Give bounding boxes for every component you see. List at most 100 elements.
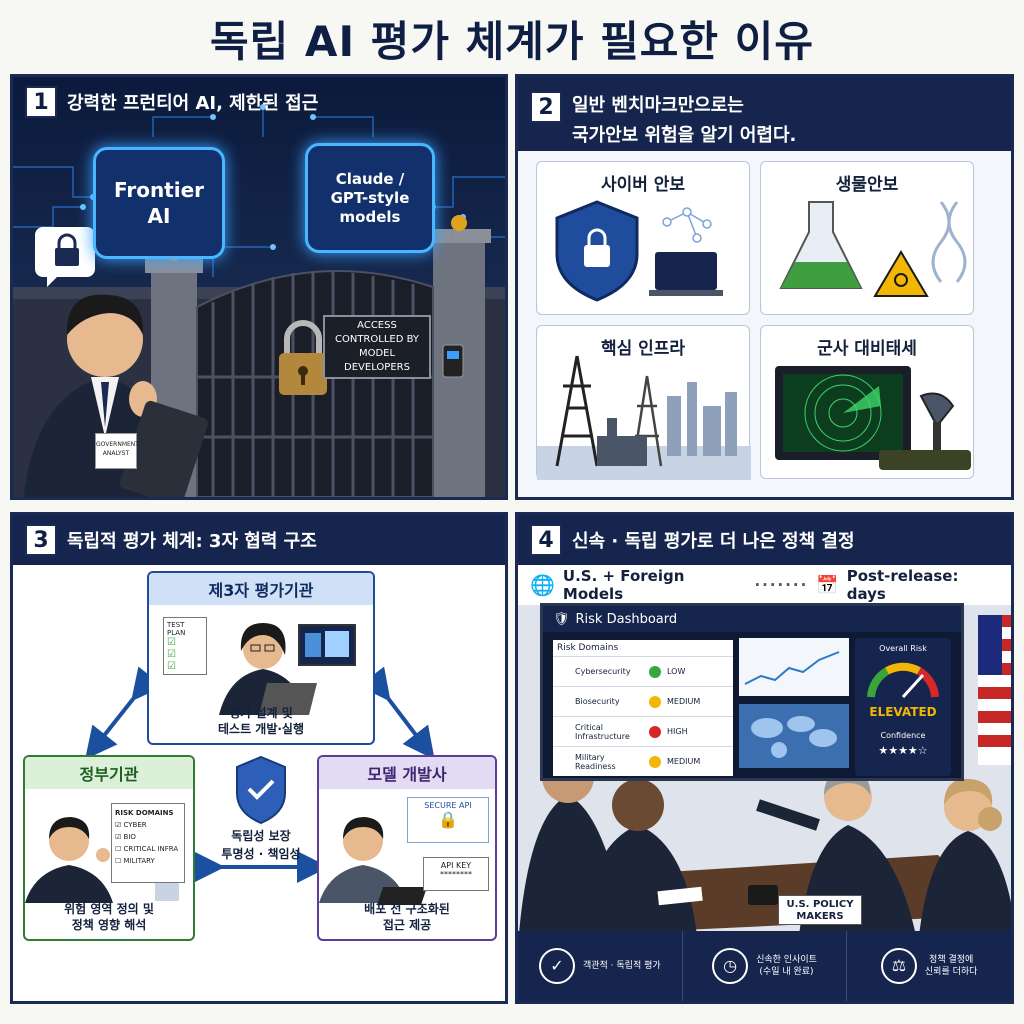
key-label: API KEY bbox=[440, 861, 472, 870]
secure-api-card: SECURE API 🔒 bbox=[407, 797, 489, 843]
benefit-line: 신속한 인사이트 bbox=[756, 955, 817, 965]
models-label: U.S. + Foreign Models bbox=[562, 567, 685, 603]
panel4-title-bar: 4 신속 · 독립 평가로 더 나은 정책 결정 bbox=[518, 515, 1011, 565]
dashboard-header: 🛡 Risk Dashboard bbox=[543, 606, 961, 632]
benefit-text: 객관적 · 독립적 평가 bbox=[582, 961, 661, 971]
risk-name: Biosecurity bbox=[575, 697, 620, 706]
shield-icon: 🛡 bbox=[553, 611, 570, 627]
clock-icon: ◷ bbox=[712, 948, 749, 984]
panel-number: 2 bbox=[530, 91, 562, 123]
confidence-stars: ★★★★☆ bbox=[878, 744, 928, 757]
caption-line: 평가 설계 및 bbox=[229, 706, 293, 720]
box-caption: 위험 영역 정의 및 정책 영향 해석 bbox=[25, 901, 193, 933]
globe-icon: 🌐 bbox=[530, 573, 555, 597]
benefit-line: 정책 결정에 bbox=[929, 955, 974, 965]
shield-check-icon: ✓ bbox=[538, 948, 575, 984]
panel-restricted-access: 1 강력한 프런티어 AI, 제한된 접근 Frontier AI Claude… bbox=[10, 74, 508, 500]
risk-domains-note: RISK DOMAINS ☑ CYBER ☑ BIO ☐ CRITICAL IN… bbox=[111, 803, 185, 883]
caption-line: 정책 영향 해석 bbox=[71, 918, 147, 932]
risk-status-dot bbox=[649, 695, 661, 708]
risk-dashboard: 🛡 Risk Dashboard Risk Domains Cybersecur… bbox=[540, 603, 964, 781]
access-sign-line: ACCESS bbox=[357, 320, 397, 331]
overall-label: Overall Risk bbox=[879, 644, 927, 653]
box-header: 제3자 평가기관 bbox=[149, 573, 373, 605]
dashboard-title: Risk Dashboard bbox=[575, 611, 678, 627]
developer-box: 모델 개발사 SECURE API 🔒 API KEY ******** 배포 … bbox=[317, 755, 497, 941]
center-line: 독립성 보장 bbox=[231, 829, 291, 843]
note-title: TEST PLAN bbox=[167, 621, 186, 637]
risk-status-dot bbox=[649, 755, 661, 768]
risk-level: LOW bbox=[667, 667, 686, 676]
note-title: RISK DOMAINS bbox=[115, 809, 174, 817]
models-chip: Claude / GPT-style models bbox=[305, 143, 435, 253]
risk-name: Critical Infrastructure bbox=[575, 722, 630, 741]
note-item: ☐ MILITARY bbox=[115, 857, 155, 865]
center-line: 투명성 · 책임성 bbox=[221, 847, 301, 861]
benefit-objective: ✓ 객관적 · 독립적 평가 bbox=[518, 931, 683, 1001]
domain-card-infra: 핵심 인프라 bbox=[536, 325, 751, 480]
government-box: 정부기관 RISK DOMAINS ☑ CYBER ☑ BIO ☐ CRITIC… bbox=[23, 755, 195, 941]
risk-status-dot bbox=[649, 725, 661, 738]
evaluator-figure bbox=[219, 623, 356, 715]
panel4-title: 신속 · 독립 평가로 더 나은 정책 결정 bbox=[572, 531, 855, 552]
note-item-text: MILITARY bbox=[123, 857, 155, 865]
third-party-box: 제3자 평가기관 TEST PLAN ☑☑☑ 평가 설계 및 테스트 개발·실행 bbox=[147, 571, 375, 745]
biohazard-flask-icon bbox=[779, 201, 967, 297]
box-header: 모델 개발사 bbox=[319, 757, 495, 789]
panel2-title-line: 국가안보 위험을 알기 어렵다. bbox=[572, 125, 797, 146]
panel2-title-line: 일반 벤치마크만으로는 bbox=[572, 95, 744, 116]
domain-label: 생물안보 bbox=[835, 175, 899, 195]
independence-label: 독립성 보장 투명성 · 책임성 bbox=[203, 827, 319, 863]
benefit-line: 신뢰를 더하다 bbox=[924, 967, 978, 977]
panel3-title: 독립적 평가 체계: 3자 협력 구조 bbox=[67, 531, 317, 552]
scales-icon: ⚖ bbox=[880, 948, 917, 984]
benefit-text: 신속한 인사이트(수일 내 완료) bbox=[756, 954, 817, 978]
caption-line: 배포 전 구조화된 bbox=[364, 902, 450, 916]
note-item: ☑ BIO bbox=[115, 833, 136, 841]
note-item-text: BIO bbox=[123, 833, 136, 841]
domain-card-bio: 생물안보 bbox=[760, 161, 974, 315]
models-timing-row: 🌐 U.S. + Foreign Models ······· 📅 Post-r… bbox=[530, 567, 1000, 603]
risk-level: MEDIUM bbox=[667, 757, 701, 766]
government-analyst-badge: GOVERNMENT ANALYST bbox=[95, 433, 139, 469]
caption-line: 접근 제공 bbox=[382, 918, 432, 932]
us-flag bbox=[978, 615, 1011, 765]
developer-figure bbox=[319, 817, 427, 905]
panel-number: 3 bbox=[25, 524, 57, 556]
risk-row: Biosecurity MEDIUM bbox=[553, 686, 733, 716]
risk-row: Cybersecurity LOW bbox=[553, 656, 733, 686]
panel-number: 4 bbox=[530, 524, 562, 556]
note-item: ☑ CYBER bbox=[115, 821, 147, 829]
panel2-title-bar: 2 일반 벤치마크만으로는 국가안보 위험을 알기 어렵다. bbox=[518, 77, 1011, 151]
trend-and-map bbox=[739, 638, 849, 768]
caption-line: 테스트 개발·실행 bbox=[217, 722, 305, 736]
box-caption: 평가 설계 및 테스트 개발·실행 bbox=[149, 705, 373, 737]
panel-number: 1 bbox=[25, 86, 57, 118]
domain-label: 군사 대비태세 bbox=[817, 339, 917, 359]
domain-label: 사이버 안보 bbox=[600, 175, 686, 195]
gate-scene bbox=[13, 77, 505, 497]
risk-name: Cybersecurity bbox=[575, 667, 631, 676]
risk-level: HIGH bbox=[667, 727, 688, 736]
panel3-title-bar: 3 독립적 평가 체계: 3자 협력 구조 bbox=[13, 515, 505, 565]
main-title: 독립 AI 평가 체계가 필요한 이유 bbox=[210, 17, 814, 66]
benefit-speed: ◷ 신속한 인사이트(수일 내 완료) bbox=[683, 931, 848, 1001]
access-sign: ACCESS CONTROLLED BY MODEL DEVELOPERS bbox=[323, 315, 431, 379]
note-item-text: CRITICAL INFRA bbox=[123, 845, 179, 853]
benefits-bar: ✓ 객관적 · 독립적 평가 ◷ 신속한 인사이트(수일 내 완료) ⚖ 정책 … bbox=[518, 931, 1011, 1001]
gauge-icon bbox=[867, 662, 939, 699]
box-header: 정부기관 bbox=[25, 757, 193, 789]
risk-row: Critical Infrastructure HIGH bbox=[553, 716, 733, 746]
confidence-label: Confidence bbox=[880, 731, 926, 740]
note-item: ☐ CRITICAL INFRA bbox=[115, 845, 179, 853]
overall-value: ELEVATED bbox=[869, 705, 937, 719]
lock-icon: 🔒 bbox=[438, 810, 458, 829]
policy-makers-placard: U.S. POLICY MAKERS bbox=[778, 895, 862, 925]
power-tower-icon bbox=[537, 355, 751, 480]
risk-status-dot bbox=[649, 665, 661, 678]
domain-card-military: 군사 대비태세 bbox=[760, 325, 974, 479]
domain-label: 핵심 인프라 bbox=[600, 339, 686, 359]
risk-level: MEDIUM bbox=[667, 697, 701, 706]
